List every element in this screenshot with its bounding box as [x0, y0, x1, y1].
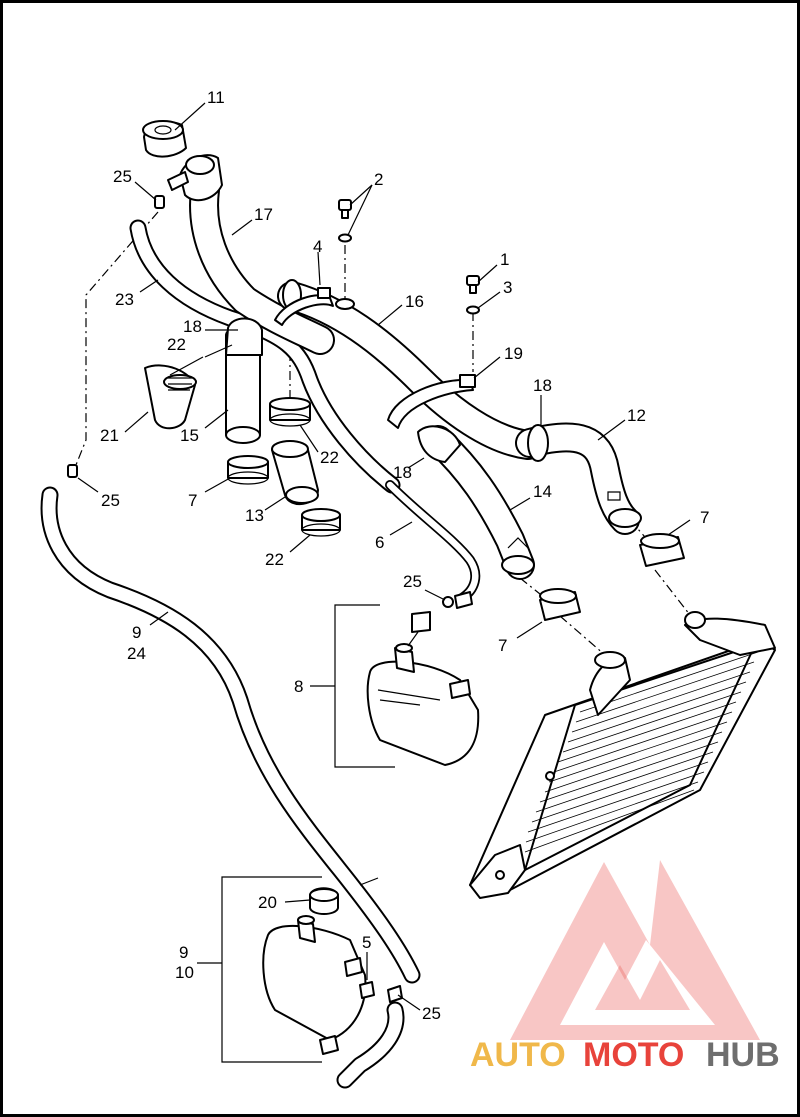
watermark-wordmark: AUTO MOTO HUB	[470, 1036, 780, 1074]
callout-21: 21	[100, 426, 119, 445]
callout-2: 2	[374, 170, 383, 189]
bracket-clamp-19	[387, 374, 476, 429]
callout-labels: 11 25 17 2 4 1 3 23 16 18 22 19 18 12 21…	[100, 88, 709, 1023]
callout-20: 20	[258, 893, 277, 912]
upper-hose-17	[189, 175, 335, 355]
bracket-clamp-4	[274, 287, 334, 326]
hose-6	[385, 480, 481, 603]
radiator-cap-11	[142, 120, 187, 158]
callout-6: 6	[375, 533, 384, 552]
callout-4: 4	[313, 237, 322, 256]
callout-11: 11	[207, 88, 225, 107]
fitting-25-left	[67, 464, 78, 478]
callout-25-mid: 25	[403, 572, 422, 591]
clamp-7-middle	[539, 588, 581, 621]
callout-12: 12	[627, 406, 646, 425]
callout-5: 5	[362, 933, 371, 952]
filler-neck	[167, 154, 223, 202]
watermark-logo	[510, 860, 760, 1040]
callout-18-elbow: 18	[533, 376, 552, 395]
hose-elbow-18	[417, 425, 461, 463]
vent-hose-23	[129, 219, 401, 494]
hose-13	[271, 440, 319, 505]
clip-5	[359, 981, 375, 999]
clamp-7-left	[227, 455, 269, 485]
clamp-22-lower	[301, 508, 341, 537]
leader-lines	[77, 102, 691, 1011]
callout-22-lower: 22	[265, 550, 284, 569]
cap-20	[309, 887, 339, 915]
fitting-25-mid	[442, 591, 473, 609]
callout-17: 17	[254, 205, 273, 224]
overflow-hose-9	[40, 486, 421, 984]
callout-24: 24	[127, 644, 146, 663]
lower-tank-box-9-10	[197, 876, 322, 1063]
watermark-hub: HUB	[706, 1036, 780, 1074]
expansion-tank-8	[366, 611, 480, 766]
watermark-auto: AUTO	[470, 1036, 566, 1074]
callout-9: 9	[132, 623, 141, 642]
callout-7-middle: 7	[498, 636, 507, 655]
callout-25-lower: 25	[422, 1004, 441, 1023]
coolant-pipe-15	[225, 317, 263, 444]
watermark-moto: MOTO	[583, 1036, 684, 1074]
expansion-tank-box-8	[310, 604, 395, 768]
callout-1: 1	[500, 250, 509, 269]
callout-16: 16	[405, 292, 424, 311]
callout-25-left: 25	[101, 491, 120, 510]
callout-18-lower: 18	[393, 463, 412, 482]
callout-15: 15	[180, 426, 199, 445]
callout-25: 25	[113, 167, 132, 186]
callout-8: 8	[294, 677, 303, 696]
callout-18: 18	[183, 317, 202, 336]
clamp-22-upper	[269, 397, 311, 427]
callout-3: 3	[503, 278, 512, 297]
funnel-21	[144, 364, 197, 430]
clamp-7-right	[639, 533, 685, 567]
callout-7-left: 7	[188, 491, 197, 510]
callout-22: 22	[167, 335, 186, 354]
drain-hose-lower	[336, 1001, 405, 1089]
clamp-band-16	[335, 298, 355, 310]
callout-7-right: 7	[700, 508, 709, 527]
callout-9-lower: 9	[179, 943, 188, 962]
radiator-hose-12	[515, 422, 642, 535]
radiator-hose-14	[423, 425, 535, 580]
bolt-1	[466, 275, 480, 294]
washer-3	[466, 305, 480, 315]
callout-22-upper: 22	[320, 448, 339, 467]
expansion-tank-10	[262, 915, 367, 1055]
callout-10: 10	[175, 963, 194, 982]
callout-13: 13	[245, 506, 264, 525]
fitting-25-top	[154, 195, 165, 209]
callout-19: 19	[504, 344, 523, 363]
radiator	[469, 611, 776, 899]
callout-14: 14	[533, 482, 552, 501]
bolt-2	[338, 199, 352, 243]
fitting-25-lower	[387, 985, 403, 1003]
callout-23: 23	[115, 290, 134, 309]
